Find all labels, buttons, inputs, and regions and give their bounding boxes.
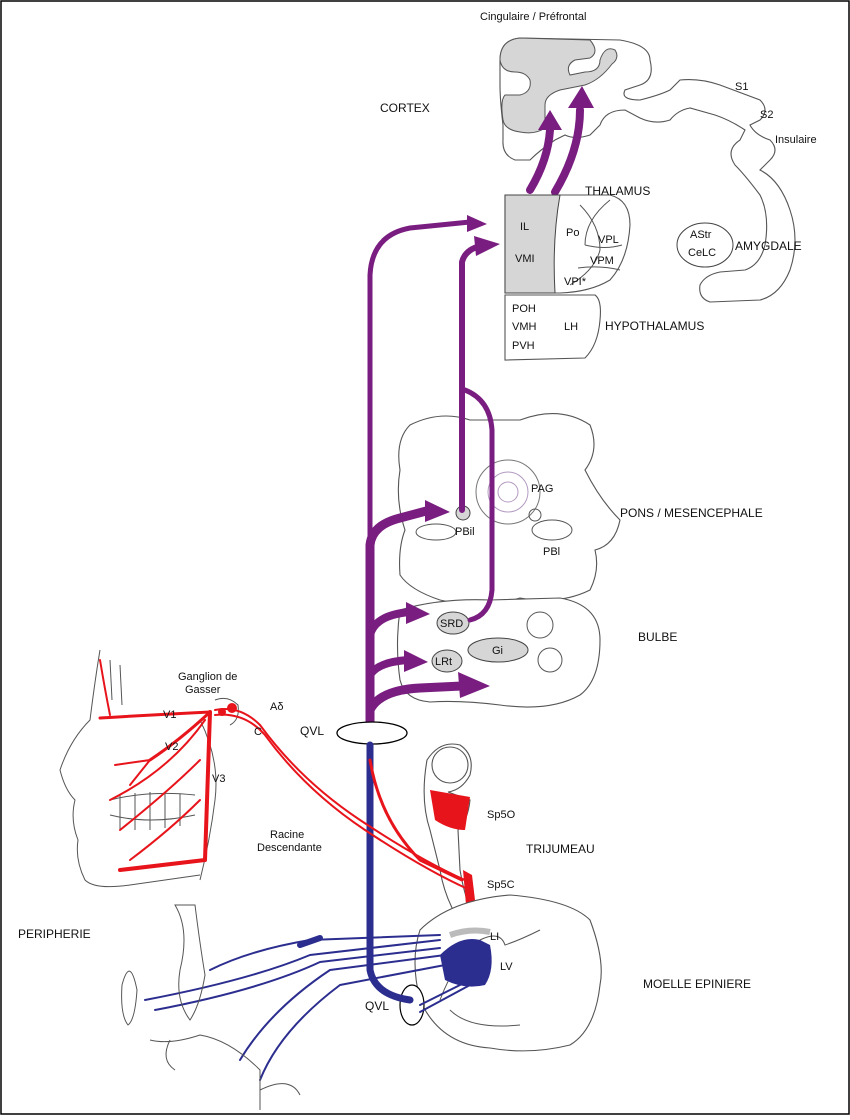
- label-racine-2: Descendante: [257, 842, 322, 854]
- label-ganglion-1: Ganglion de: [178, 671, 237, 683]
- label-sp5c: Sp5C: [487, 879, 515, 891]
- label-trijumeau: TRIJUMEAU: [526, 842, 595, 856]
- label-vpm: VPM: [590, 255, 614, 267]
- label-v3: V3: [212, 773, 225, 785]
- label-pvh: PVH: [512, 340, 535, 352]
- trigeminal-complex: [424, 744, 478, 928]
- qvl-top-ring: [337, 722, 407, 744]
- label-il: IL: [520, 221, 529, 233]
- label-racine-1: Racine: [270, 829, 304, 841]
- body-outlines: [122, 905, 300, 1110]
- label-s1: S1: [735, 81, 748, 93]
- label-li-spinal: LI: [490, 931, 499, 943]
- label-insulaire: Insulaire: [775, 134, 817, 146]
- label-lh: LH: [564, 321, 578, 333]
- label-adelta: Aδ: [270, 701, 283, 713]
- label-hypothalamus: HYPOTHALAMUS: [605, 319, 704, 333]
- label-celc: CeLC: [688, 247, 716, 259]
- label-srd: SRD: [440, 618, 463, 630]
- label-pbl: PBl: [543, 546, 560, 558]
- label-c: C: [254, 726, 262, 738]
- label-vpl: VPL: [598, 234, 619, 246]
- label-ganglion-2: Gasser: [185, 684, 221, 696]
- label-pbil: PBil: [455, 526, 475, 538]
- label-thalamus: THALAMUS: [585, 184, 650, 198]
- label-qvl-top: QVL: [300, 724, 324, 738]
- label-po: Po: [566, 227, 579, 239]
- label-poh: POH: [512, 303, 536, 315]
- label-moelle: MOELLE EPINIERE: [643, 977, 751, 991]
- label-vmh: VMH: [512, 321, 537, 333]
- label-s2: S2: [760, 109, 773, 121]
- label-lrt: LRt: [435, 656, 452, 668]
- teeth: [110, 792, 195, 830]
- label-pag: PAG: [531, 483, 553, 495]
- label-lv-spinal: LV: [500, 961, 513, 973]
- label-cingulaire: Cingulaire / Préfrontal: [480, 11, 586, 23]
- label-gi: Gi: [492, 645, 503, 657]
- label-cortex: CORTEX: [380, 101, 430, 115]
- label-v1: V1: [163, 709, 176, 721]
- label-pons: PONS / MESENCEPHALE: [620, 506, 763, 520]
- label-qvl-bottom: QVL: [365, 999, 389, 1013]
- label-vpi: VPI*: [564, 276, 587, 288]
- label-v2: V2: [165, 741, 178, 753]
- label-astr: AStr: [690, 229, 712, 241]
- label-sp5o: Sp5O: [487, 809, 516, 821]
- label-vmi: VMI: [515, 253, 535, 265]
- label-amygdale: AMYGDALE: [735, 239, 802, 253]
- label-bulbe: BULBE: [638, 630, 677, 644]
- label-peripherie: PERIPHERIE: [18, 927, 91, 941]
